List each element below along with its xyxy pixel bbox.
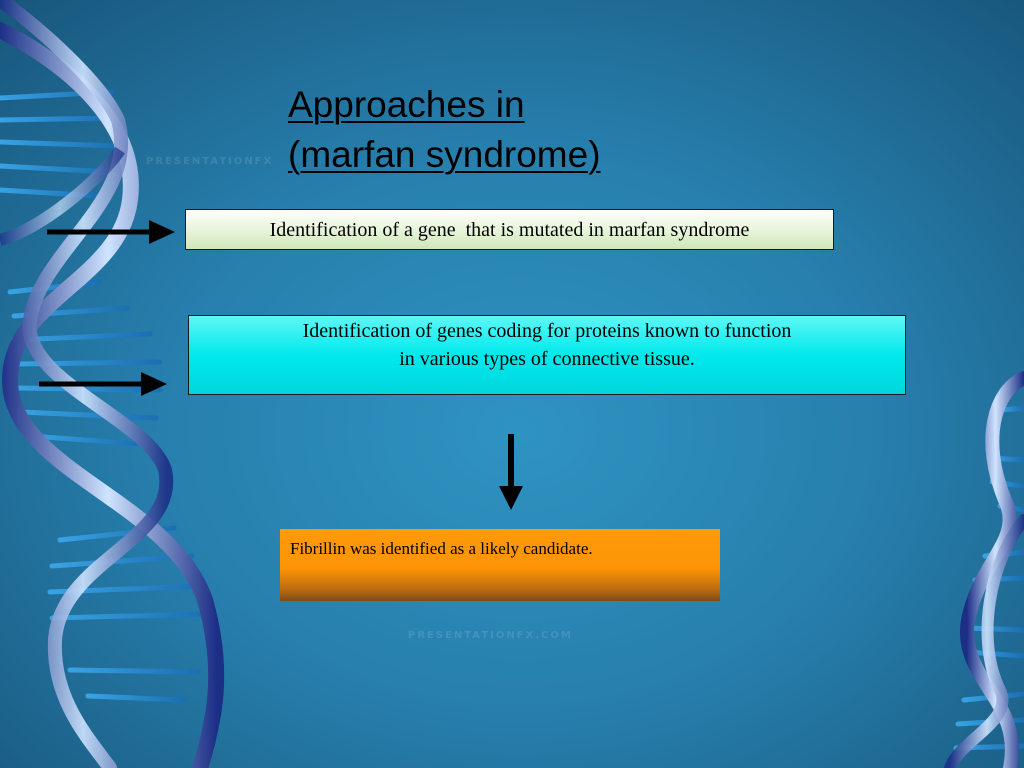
connective-tissue-line-2: in various types of connective tissue.	[399, 348, 695, 370]
fibrillin-box: Fibrillin was identified as a likely can…	[280, 529, 720, 601]
watermark-bottom: PRESENTATIONFX.COM	[408, 630, 573, 641]
title-line-2: (marfan syndrome)	[288, 134, 601, 175]
right-arrow-icon	[39, 372, 167, 396]
watermark-top: PRESENTATIONFX	[146, 156, 274, 167]
connective-tissue-box: Identification of genes coding for prote…	[188, 315, 906, 395]
title-line-1: Approaches in	[288, 84, 525, 125]
gene-mutated-box: Identification of a gene that is mutated…	[185, 209, 834, 250]
down-arrow-icon	[499, 434, 523, 510]
slide-title: Approaches in (marfan syndrome)	[288, 80, 601, 180]
connective-tissue-line-1: Identification of genes coding for prote…	[302, 320, 792, 342]
right-arrow-icon	[47, 220, 175, 244]
